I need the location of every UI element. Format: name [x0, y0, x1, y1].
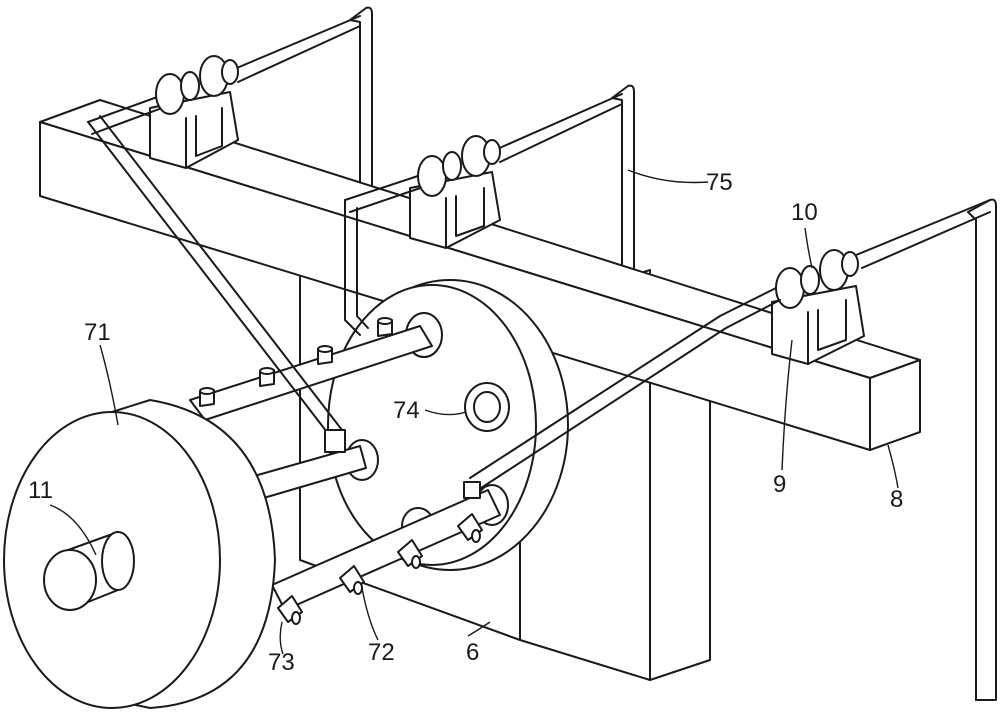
coupling-10-left	[87, 55, 239, 135]
label-6: 6	[466, 639, 479, 666]
label-9: 9	[773, 471, 786, 498]
label-8: 8	[890, 486, 903, 513]
front-drum-71	[3, 399, 276, 709]
nozzles-73	[199, 317, 483, 625]
label-74: 74	[393, 397, 420, 424]
shaft-11	[43, 531, 135, 611]
feed-pipes	[87, 115, 781, 499]
label-10: 10	[791, 199, 818, 226]
label-75: 75	[706, 169, 733, 196]
coupling-10-right	[775, 249, 859, 309]
label-72: 72	[368, 639, 395, 666]
spray-tubes-72	[189, 325, 501, 611]
coupling-10-middle	[344, 135, 501, 213]
right-vertical-pipe	[967, 198, 997, 701]
label-11: 11	[28, 477, 53, 504]
label-71: 71	[84, 319, 111, 346]
port-74	[464, 382, 510, 432]
leader-lines	[49, 169, 899, 655]
label-73: 73	[268, 649, 295, 676]
